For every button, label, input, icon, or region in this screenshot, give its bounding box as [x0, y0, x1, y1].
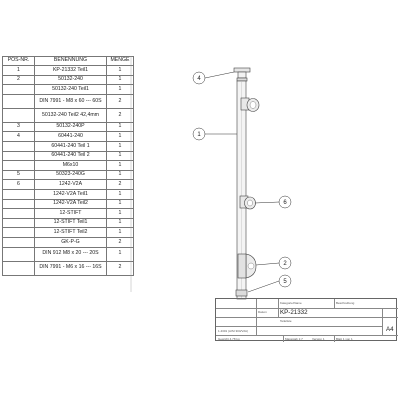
tb-field-c: Teileliste: [280, 319, 292, 323]
row-qty: 1: [106, 246, 134, 262]
svg-text:4: 4: [197, 76, 201, 82]
row-name: DIN 7991 - M6 x 16 --- 16S: [34, 260, 107, 276]
drawing-number: KP-21332: [280, 309, 308, 316]
lower-holder-part: [237, 253, 257, 279]
svg-text:1: 1: [197, 132, 201, 138]
row-qty: 2: [106, 260, 134, 276]
callout-4: 4: [192, 71, 206, 85]
leader-lines: [204, 71, 280, 293]
parts-list-header: POS-NR. BENENNUNG MENGE: [2, 56, 134, 66]
row-name: 50132-240 Teil2 42,4mm: [34, 107, 107, 123]
svg-text:2: 2: [283, 261, 287, 267]
callout-6: 6: [278, 195, 292, 209]
row-qty: 2: [106, 107, 134, 123]
tb-field-f: Version 1: [312, 337, 325, 341]
tb-field-b: Beschreibung: [336, 301, 355, 305]
tb-field-e: Blatt 1 von 1: [336, 337, 353, 341]
svg-text:5: 5: [283, 279, 287, 285]
callout-5: 5: [278, 274, 292, 288]
top-cap-part: [233, 67, 251, 82]
middle-clamp-part: [239, 195, 256, 210]
tb-field-g: Gewicht 4,78 kg: [218, 337, 240, 341]
sheet-size: A4: [386, 326, 394, 333]
header-qty: MENGE: [106, 56, 134, 66]
tb-field-i: Datum: [258, 310, 267, 314]
tb-field-a: Kategorie/Name: [280, 301, 302, 305]
tb-field-h: 1.4301 (AISI 304/V2A): [218, 329, 249, 333]
title-block: Kategorie/Name Beschreibung Datum KP-213…: [215, 298, 398, 342]
svg-text:6: 6: [283, 200, 287, 206]
tb-field-d: Massstab 1:7: [285, 337, 303, 341]
upper-clamp-part: [240, 97, 260, 112]
callout-1: 1: [192, 127, 206, 141]
bottom-cap-part: [235, 289, 248, 297]
callout-2: 2: [278, 256, 292, 270]
